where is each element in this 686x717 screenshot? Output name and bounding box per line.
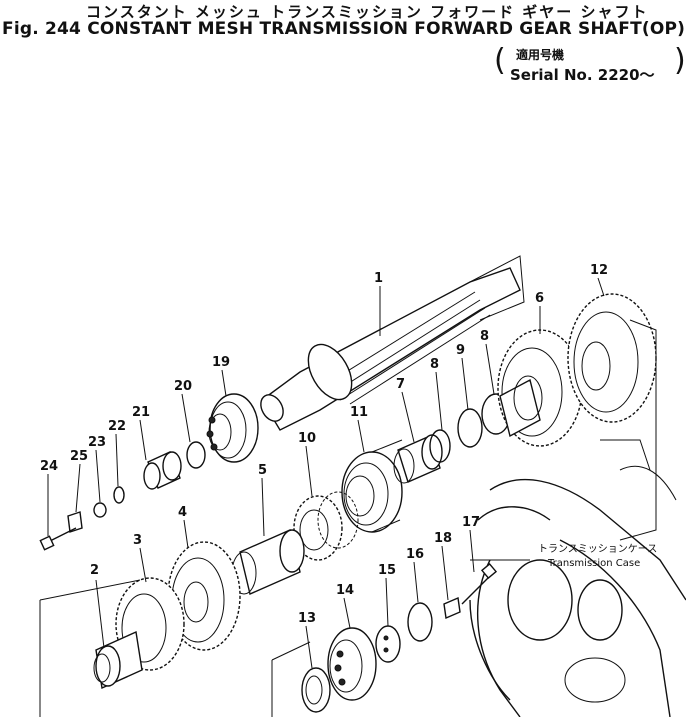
callout-6: 6 bbox=[535, 291, 544, 306]
case-label-english: Transmission Case bbox=[547, 558, 640, 569]
callout-13: 13 bbox=[298, 611, 316, 626]
part-11-hub bbox=[341, 439, 403, 533]
callout-3: 3 bbox=[133, 533, 142, 548]
part-9-ring bbox=[457, 408, 483, 448]
callout-2: 2 bbox=[90, 563, 99, 578]
part-2-sleeve bbox=[93, 630, 143, 690]
part-14-bearing bbox=[327, 627, 377, 701]
callout-21: 21 bbox=[132, 405, 150, 420]
callout-12: 12 bbox=[590, 263, 608, 278]
figure-title: Fig. 244 CONSTANT MESH TRANSMISSION FORW… bbox=[2, 19, 686, 39]
serial-label-japanese: 適用号機 bbox=[516, 48, 565, 62]
callout-numbers: 1 2 3 4 5 6 7 8 8 9 10 11 12 13 14 15 16… bbox=[40, 263, 608, 626]
callout-25: 25 bbox=[70, 449, 88, 464]
callout-14: 14 bbox=[336, 583, 354, 598]
part-1-shaft bbox=[260, 255, 525, 431]
left-paren: ( bbox=[494, 43, 506, 78]
callout-16: 16 bbox=[406, 547, 424, 562]
part-15-retainer bbox=[375, 625, 401, 663]
part-6-gear bbox=[497, 329, 583, 447]
callout-24: 24 bbox=[40, 459, 58, 474]
callout-17: 17 bbox=[462, 515, 480, 530]
callout-15: 15 bbox=[378, 563, 396, 578]
part-18-plate bbox=[443, 596, 461, 620]
part-16-ring bbox=[407, 602, 433, 642]
callout-10: 10 bbox=[298, 431, 316, 446]
callout-18: 18 bbox=[434, 531, 452, 546]
part-12-gear bbox=[567, 293, 657, 423]
part-25-lock-plate bbox=[67, 511, 83, 533]
part-24-bolt bbox=[39, 527, 77, 551]
callout-5: 5 bbox=[258, 463, 267, 478]
callout-22: 22 bbox=[108, 419, 126, 434]
transmission-case bbox=[469, 439, 686, 717]
callout-1: 1 bbox=[374, 271, 383, 286]
callout-8-a: 8 bbox=[430, 357, 439, 372]
part-8-ring-a bbox=[429, 429, 451, 463]
right-paren: ) bbox=[674, 43, 686, 78]
serial-number: Serial No. 2220～ bbox=[510, 66, 655, 84]
callout-11: 11 bbox=[350, 405, 368, 420]
part-5-sleeve bbox=[231, 529, 305, 595]
callout-8-b: 8 bbox=[480, 329, 489, 344]
leader-lines bbox=[47, 277, 605, 669]
part-20-snap-ring bbox=[186, 441, 206, 469]
part-22-washer bbox=[113, 486, 125, 504]
callout-9: 9 bbox=[456, 343, 465, 358]
part-19-bearing bbox=[206, 393, 259, 463]
part-13-seal-inner bbox=[305, 675, 323, 705]
title-japanese: コンスタント メッシュ トランスミッション フォワード ギヤー シャフト bbox=[86, 3, 649, 21]
part-17-bolt bbox=[461, 562, 498, 605]
callout-4: 4 bbox=[178, 505, 187, 520]
part-21-sleeve bbox=[143, 451, 182, 490]
callout-20: 20 bbox=[174, 379, 192, 394]
part-10-gear bbox=[293, 491, 359, 561]
callout-19: 19 bbox=[212, 355, 230, 370]
part-23-washer bbox=[93, 502, 107, 518]
case-label-japanese: トランスミッションケース bbox=[538, 543, 657, 555]
assembly-lines bbox=[39, 319, 657, 717]
callout-23: 23 bbox=[88, 435, 106, 450]
callout-7: 7 bbox=[396, 377, 405, 392]
